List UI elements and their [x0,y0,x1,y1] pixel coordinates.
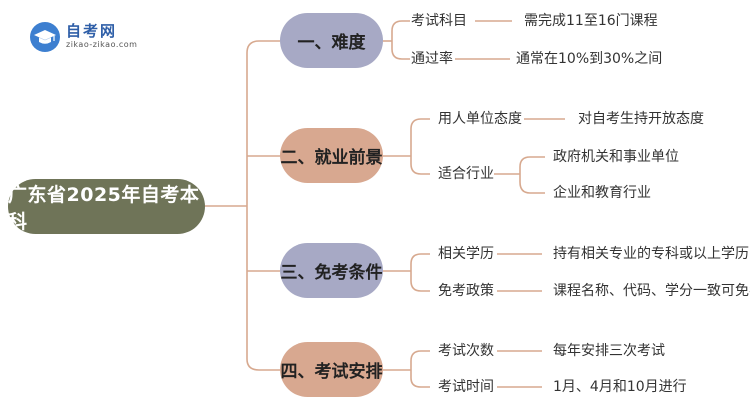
branch-3-item-2-line [410,271,430,292]
graduation-cap-icon [30,22,60,52]
item-value: 持有相关专业的专科或以上学历 [553,246,749,262]
item-label: 相关学历 [438,246,494,262]
item-label: 通过率 [411,51,453,67]
site-logo[interactable]: 自考网 zikao-zikao.com [30,18,180,58]
branch-4-item-1-line [410,350,430,370]
branch-2-item-2-sub-1-line [519,156,545,174]
category-employment: 二、就业前景 [280,128,383,183]
branch-4-item-2-line [410,370,430,388]
trunk-branch-1 [246,40,280,54]
branch-2-item-1-line [410,118,430,156]
item-value: 对自考生持开放态度 [578,111,704,127]
item-value: 1月、4月和10月进行 [553,379,687,395]
item-value: 企业和教育行业 [553,185,651,201]
item-label: 考试次数 [438,343,494,359]
branch-1-item-2-line [391,41,410,60]
logo-title: 自考网 [66,22,118,40]
category-difficulty: 一、难度 [280,13,383,68]
root-node: 广东省2025年自考本科 [8,179,205,234]
trunk-branch-4 [246,53,280,371]
item-label: 考试科目 [411,13,467,29]
item-value: 通常在10%到30%之间 [516,51,663,67]
branch-2-item-2-sub-2-line [519,174,545,194]
category-schedule: 四、考试安排 [280,342,383,397]
category-exemption: 三、免考条件 [280,243,383,298]
branch-3-item-1-line [410,253,430,271]
logo-subtitle: zikao-zikao.com [66,40,138,49]
item-value: 政府机关和事业单位 [553,149,679,165]
branch-2-item-2-line [410,156,430,175]
item-label: 免考政策 [438,283,494,299]
branch-1-item-1-line [391,20,410,41]
item-label: 考试时间 [438,379,494,395]
item-label: 用人单位态度 [438,111,522,127]
item-value: 每年安排三次考试 [553,343,665,359]
item-label: 适合行业 [438,166,494,182]
item-value: 课程名称、代码、学分一致可免考 [553,283,750,299]
item-value: 需完成11至16门课程 [524,13,658,29]
